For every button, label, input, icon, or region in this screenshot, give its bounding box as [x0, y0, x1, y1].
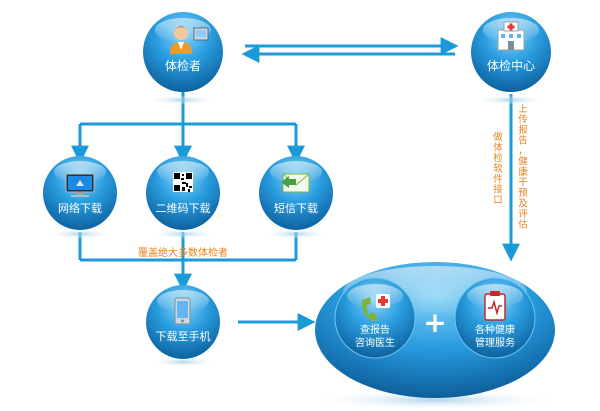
vertical-char: 预 — [518, 188, 528, 199]
envelope-icon — [281, 173, 310, 193]
vertical-char: 康 — [518, 166, 528, 178]
vertical-char: 接 — [493, 184, 503, 196]
person-icon — [170, 26, 209, 54]
connectors — [71, 37, 520, 331]
qr-download-label: 二维码下载 — [156, 202, 211, 215]
center-label: 体检中心 — [487, 58, 535, 73]
phone-download-label: 下载至手机 — [156, 329, 211, 343]
vertical-char: 传 — [518, 114, 528, 126]
monitor-icon — [65, 173, 95, 197]
sms-download-label: 短信下载 — [274, 201, 318, 215]
medical-chart-icon — [484, 291, 506, 321]
hospital-icon — [497, 21, 525, 51]
vertical-char: 件 — [493, 173, 503, 185]
coverage-note: 覆盖绝大多数体检者 — [138, 246, 228, 259]
vertical-char: 上 — [518, 104, 528, 115]
vertical-char: 干 — [518, 178, 528, 189]
node-web-download: 网络下载 — [43, 156, 117, 239]
report-consult-label-1: 查报告 — [360, 323, 390, 336]
vertical-char: 体 — [493, 142, 503, 154]
vertical-char: 检 — [493, 152, 503, 164]
vertical-char: 及 — [518, 199, 528, 210]
vertical-char: 口 — [493, 195, 503, 206]
qr-code-icon — [173, 172, 193, 192]
plus-sign: + — [423, 306, 446, 339]
vertical-char: 做 — [493, 131, 503, 143]
node-examinee: 体检者 — [143, 12, 223, 105]
vertical-char: 估 — [518, 219, 528, 231]
health-service-label-2: 管理服务 — [475, 336, 515, 349]
vertical-char: ， — [518, 146, 528, 157]
node-phone-download: 下载至手机 — [146, 285, 220, 367]
node-sms-download: 短信下载 — [259, 156, 333, 239]
mobile-phone-icon — [174, 297, 191, 325]
report-consult-label-2: 咨询医生 — [355, 336, 395, 349]
vertical-char: 健 — [518, 156, 528, 168]
node-center: 体检中心 — [471, 12, 551, 105]
vertical-char: 软 — [493, 163, 503, 175]
web-download-label: 网络下载 — [58, 201, 102, 215]
phone-cross-icon — [361, 294, 390, 322]
health-service-label-1: 各种健康 — [475, 323, 515, 336]
vertical-char: 评 — [518, 209, 528, 220]
vertical-char: 报 — [518, 124, 528, 136]
node-qr-download: 二维码下载 — [146, 156, 220, 239]
vertical-char: 告 — [518, 135, 528, 147]
examinee-label: 体检者 — [165, 58, 201, 73]
